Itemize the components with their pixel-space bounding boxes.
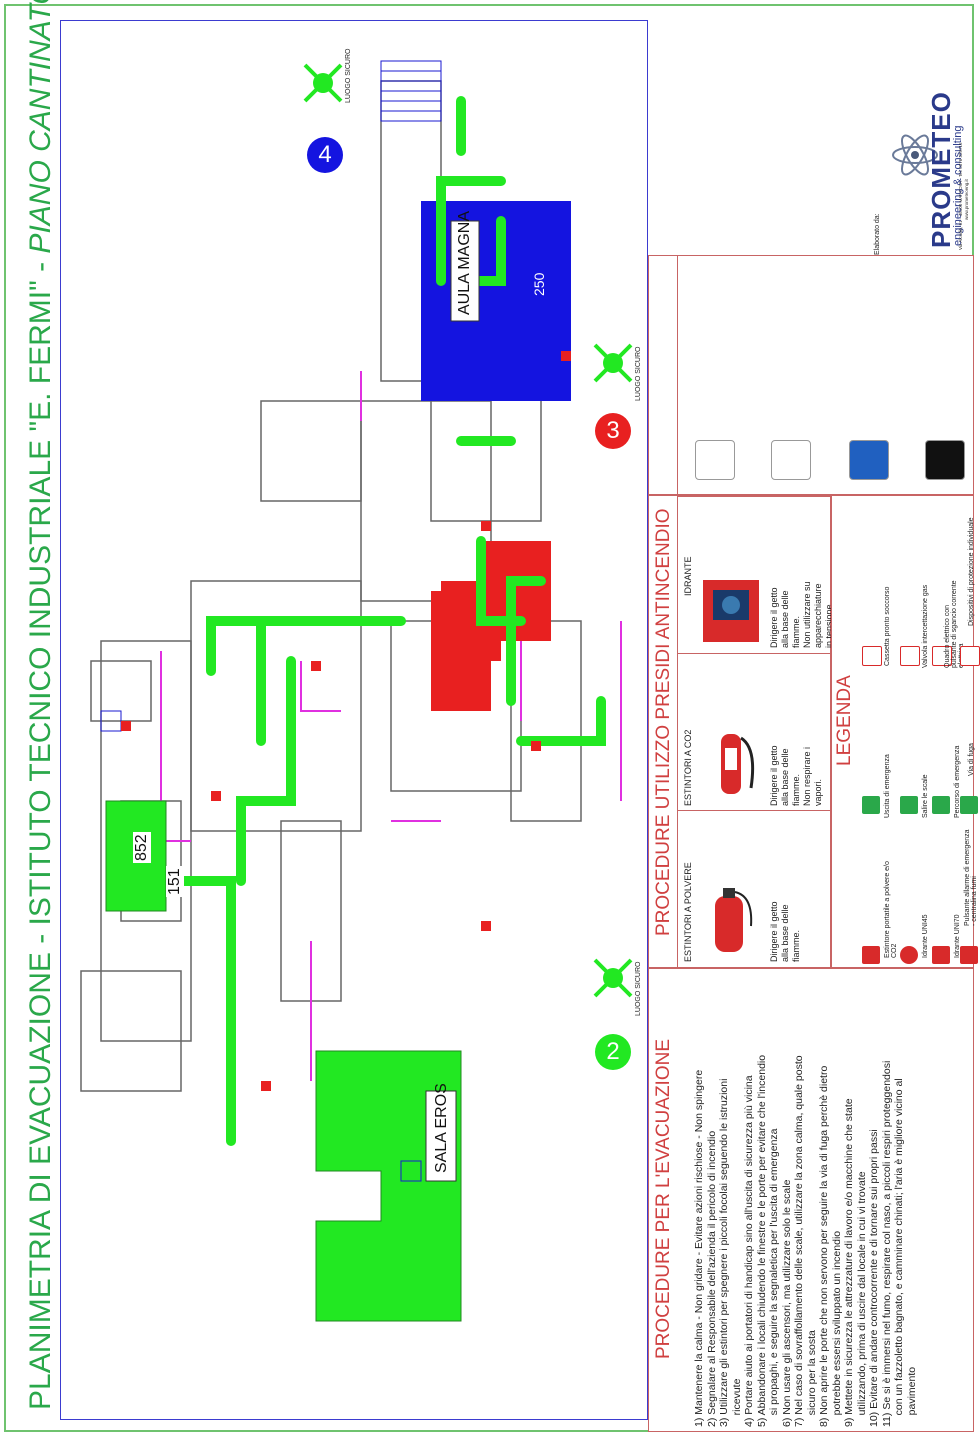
procedure-item: potrebbe essersi sviluppato un incendio — [830, 1230, 843, 1427]
safe-place-number: 2 — [595, 1034, 631, 1070]
extinguisher-markers — [121, 351, 571, 1091]
company-address: Via Alcudio, 61 - 46100 MANTOVA - Tel. 0… — [958, 142, 963, 251]
divider — [677, 496, 832, 497]
room-151: 151 — [166, 866, 184, 897]
emergency-path-icon — [932, 796, 950, 814]
floor-plan-drawing — [80, 60, 622, 1322]
ppe-icon — [960, 646, 980, 666]
room-aula-magna: AULA MAGNA — [456, 210, 473, 315]
hydrant-icon — [699, 576, 763, 646]
procedure-item: si propaghi, e seguire la segnaletica pe… — [768, 1128, 780, 1427]
extinguisher-co2-icon — [701, 728, 761, 800]
green-zones — [105, 800, 462, 1322]
floor-plan: SALA EROS AULA MAGNA 852 151 250 LUOGO S… — [60, 20, 648, 1420]
safe-place-label: LUOGO SICURO — [635, 346, 642, 401]
procedure-item: sicuro per la sosta — [805, 1330, 818, 1427]
procedure-item: 3) Utilizzare gli estintori per spegnere… — [718, 1078, 730, 1427]
procedure-item: 4) Portare aiuto ai portatori di handica… — [743, 1075, 755, 1427]
electric-panel-icon — [932, 646, 952, 666]
antincendio-panel: PROCEDURE UTILIZZO PRESIDI ANTINCENDIO E… — [648, 495, 834, 969]
col-idrante-name: IDRANTE — [683, 556, 693, 596]
stairs-up-icon — [900, 796, 918, 814]
procedure-item: pavimento — [905, 1366, 918, 1427]
company-web: www.prometeoeng.it — [964, 179, 969, 220]
legend-label: Valvola intercettazione gas — [922, 584, 929, 668]
procedure-item: 8) Non aprire le porte che non servono p… — [818, 1065, 830, 1427]
procedure-item: ricevute — [730, 1378, 743, 1427]
escape-route-arrow-icon — [960, 796, 978, 814]
legend-label: Uscita di emergenza — [884, 754, 891, 818]
first-aid-icon — [862, 646, 882, 666]
carabinieri-icon — [925, 440, 965, 480]
hydrant-uni70-icon — [932, 946, 950, 964]
procedure-item: 11) Se si è immersi nel fumo, respirare … — [880, 1060, 893, 1427]
legend-label: Cassetta pronto soccorso — [884, 586, 891, 666]
procedures-panel: PROCEDURE PER L'EVACUAZIONE 1) Mantenere… — [648, 968, 974, 1432]
safe-place-2: LUOGO SICURO 2 — [591, 956, 651, 1096]
legend-label: Pulsante allarme di emergenza - centrali… — [964, 829, 978, 927]
col-polvere-text: Dirigere il getto alla base delle fiamme… — [769, 901, 801, 962]
emergency-panel — [648, 255, 974, 496]
safe-place-label: LUOGO SICURO — [635, 961, 642, 1016]
divider — [677, 496, 678, 969]
legend-label: Estintore portatile a polvere e/o CO2 — [884, 861, 898, 958]
legenda-panel: LEGENDA Estintore portatile a polvere e/… — [831, 495, 980, 968]
procedure-item: 2) Segnalare al Responsabile dell'aziend… — [705, 1130, 718, 1427]
procedures-heading: PROCEDURE PER L'EVACUAZIONE — [653, 1038, 674, 1359]
atom-logo-icon — [892, 134, 938, 176]
procedures-list: 1) Mantenere la calma - Non gridare - Ev… — [693, 987, 918, 1427]
extinguisher-powder-icon — [701, 886, 761, 958]
divider — [677, 256, 678, 496]
company-block: Elaborato da: PROMETEO engineering & con… — [860, 30, 970, 255]
legend-label: Via di fuga — [968, 743, 975, 776]
hydrant-uni45-icon — [900, 946, 918, 964]
gas-valve-icon — [900, 646, 920, 666]
safe-place-icon — [303, 63, 343, 103]
room-sala-eros: SALA EROS — [433, 1083, 450, 1173]
first-aid-icon — [771, 440, 811, 480]
legend-label: Salire le scale — [922, 774, 929, 818]
safe-place-label: LUOGO SICURO — [345, 48, 352, 103]
emergency-exit-icon — [862, 796, 880, 814]
col-polvere-name: ESTINTORI A POLVERE — [683, 862, 693, 962]
procedure-item: utilizzando, prima di uscire dal locale … — [855, 1171, 868, 1427]
safe-place-icon — [593, 958, 633, 998]
col-co2-name: ESTINTORI A CO2 — [683, 729, 693, 806]
divider — [677, 653, 832, 654]
legend-label: Dispositivi di protezione individuale — [968, 517, 975, 626]
legend-label: Idrante UNI45 — [922, 914, 929, 958]
page-title: PLANIMETRIA DI EVACUAZIONE - ISTITUTO TE… — [24, 0, 58, 1410]
elaborato-label: Elaborato da: — [874, 213, 881, 255]
sala-eros-zone — [315, 1050, 462, 1322]
procedure-item: 7) Nel caso di sovraffollamento delle sc… — [793, 1055, 805, 1427]
title-floor: PIANO CANTINATO — [24, 0, 57, 254]
procedure-item: 10) Evitare di andare controcorrente e d… — [868, 1129, 880, 1427]
divider — [677, 810, 832, 811]
safe-place-3: LUOGO SICURO 3 — [591, 341, 651, 481]
fire-brigade-icon — [695, 440, 735, 480]
safe-place-number: 3 — [595, 413, 631, 449]
alarm-button-icon — [960, 946, 978, 964]
legenda-heading: LEGENDA — [834, 675, 855, 766]
safe-place-number: 4 — [307, 137, 343, 173]
extinguisher-legend-icon — [862, 946, 880, 964]
col-co2-text: Dirigere il getto alla base delle fiamme… — [769, 745, 823, 806]
aula-magna-label-box — [450, 220, 480, 322]
safe-place-icon — [593, 343, 633, 383]
room-852: 852 — [133, 832, 151, 863]
procedure-item: 6) Non usare gli ascensori, ma utilizzar… — [780, 1179, 793, 1427]
procedure-item: con un fazzoletto bagnato, e camminare c… — [893, 1078, 905, 1427]
antincendio-heading: PROCEDURE UTILIZZO PRESIDI ANTINCENDIO — [653, 508, 674, 936]
procedure-item: 5) Abbandonare i locali chiudendo le fin… — [755, 1054, 768, 1427]
col-idrante-text: Dirigere il getto alla base delle fiamme… — [769, 581, 834, 648]
sala-eros-label-box — [425, 1090, 457, 1182]
safe-place-4: LUOGO SICURO 4 — [301, 48, 381, 173]
title-main: PLANIMETRIA DI EVACUAZIONE - ISTITUTO TE… — [24, 253, 57, 1410]
stairs — [100, 60, 442, 1182]
procedure-item: 9) Mettete in sicurezza le attrezzature … — [843, 1098, 855, 1427]
procedure-item: 1) Mantenere la calma - Non gridare - Ev… — [693, 1069, 705, 1427]
police-icon — [849, 440, 889, 480]
room-250: 250 — [531, 272, 547, 296]
